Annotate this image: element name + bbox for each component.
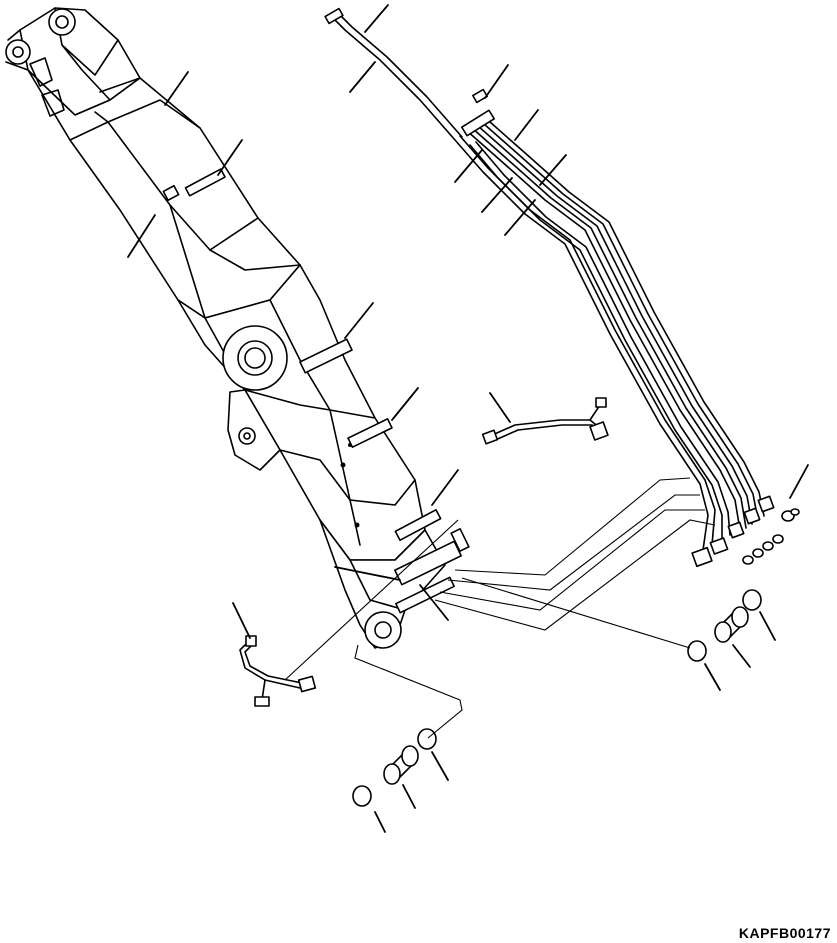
grease-tube-upper <box>481 397 609 445</box>
hydraulic-pipe-bundle <box>324 7 800 568</box>
bushing-set-lower <box>352 728 437 807</box>
seal-ring-icon <box>352 785 372 807</box>
seal-ring-icon <box>742 589 762 611</box>
seal-ring-icon <box>417 728 437 750</box>
clamp-group <box>162 168 470 614</box>
seal-ring-icon <box>687 640 707 662</box>
drawing-code-label: KAPFB00177 <box>738 925 831 941</box>
assembly-guide-lines <box>284 477 716 739</box>
grease-tube-lower <box>239 635 317 707</box>
bushing-set-right <box>687 589 762 662</box>
callout-leaders <box>127 4 809 833</box>
boom-arm <box>5 7 470 649</box>
o-ring-group <box>742 508 800 565</box>
